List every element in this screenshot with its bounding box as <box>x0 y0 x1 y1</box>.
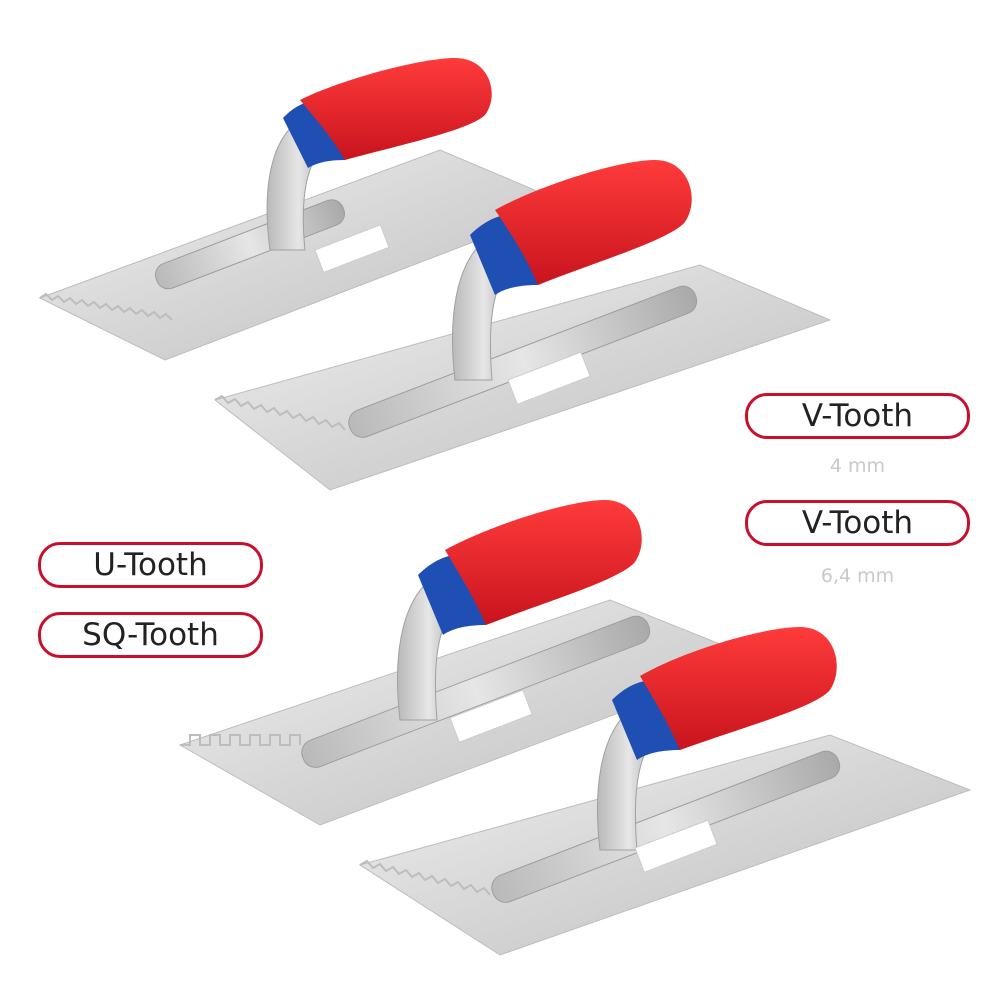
label-u-tooth: U-Tooth <box>38 542 263 588</box>
blade-teeth <box>180 734 301 746</box>
blade-teeth <box>39 292 173 321</box>
label-v-tooth-6-4mm: V-Tooth <box>745 500 970 546</box>
trowel-sq-tooth <box>358 627 972 956</box>
blade-sticker <box>507 351 591 405</box>
handle-red-grip <box>445 500 642 625</box>
handle-red-grip <box>495 160 692 285</box>
label-v-tooth-4mm: V-Tooth <box>745 393 970 439</box>
caption-6-4mm: 6,4 mm <box>820 565 895 587</box>
trowel-bar <box>301 615 651 768</box>
trowel-v-tooth-4mm <box>38 58 572 361</box>
handle-red-grip <box>640 627 837 750</box>
blade-teeth <box>214 394 346 431</box>
caption-4mm: 4 mm <box>829 455 886 477</box>
blade-teeth <box>359 859 491 896</box>
blade-sticker <box>314 224 390 274</box>
trowel-u-tooth <box>178 500 762 826</box>
label-sq-tooth: SQ-Tooth <box>38 612 263 658</box>
blade-sticker <box>634 819 718 873</box>
handle-red-grip <box>300 58 492 160</box>
blade-sticker <box>449 689 533 743</box>
trowel-v-tooth-6-4mm <box>213 160 832 491</box>
